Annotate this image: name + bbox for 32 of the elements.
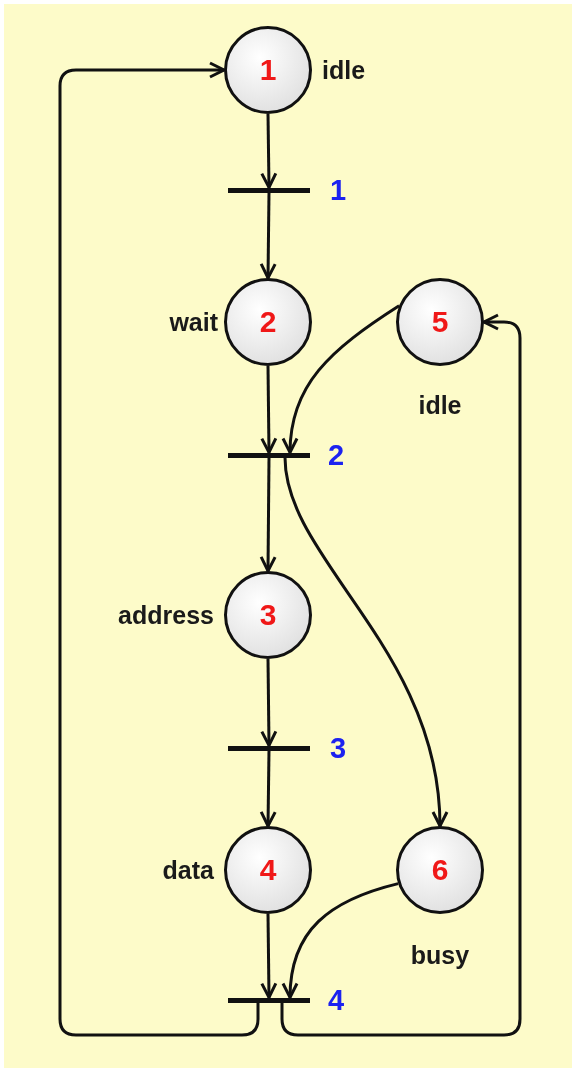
arrow xyxy=(282,882,399,999)
arrow xyxy=(259,457,277,573)
arrow xyxy=(260,366,278,454)
arrow xyxy=(280,313,522,1037)
arrow xyxy=(260,113,278,189)
place-number: 6 xyxy=(431,855,449,885)
transition-bar xyxy=(228,452,310,458)
transition-bar xyxy=(228,187,310,193)
arrow xyxy=(283,457,448,828)
arrow xyxy=(58,61,260,1037)
arrow xyxy=(259,192,277,280)
transition-number: 1 xyxy=(330,175,347,205)
transition-number: 4 xyxy=(328,985,345,1015)
transition-bar xyxy=(228,997,310,1003)
arrow xyxy=(260,913,278,999)
place-number: 5 xyxy=(431,307,449,337)
transition-bar xyxy=(228,745,310,751)
place-label: data xyxy=(162,855,214,885)
place-label: idle xyxy=(418,390,462,420)
place-label: idle xyxy=(322,55,366,85)
place-label: address xyxy=(118,600,214,630)
place-number: 3 xyxy=(259,600,277,630)
transition-number: 3 xyxy=(330,733,347,763)
place-label: wait xyxy=(169,307,218,337)
arrow xyxy=(259,750,277,828)
transition-number: 2 xyxy=(328,440,345,470)
place-number: 4 xyxy=(259,855,277,885)
place-number: 1 xyxy=(259,55,277,85)
arrow xyxy=(282,304,400,454)
place-label: busy xyxy=(410,940,470,970)
place-number: 2 xyxy=(259,307,277,337)
arrow xyxy=(260,659,278,747)
